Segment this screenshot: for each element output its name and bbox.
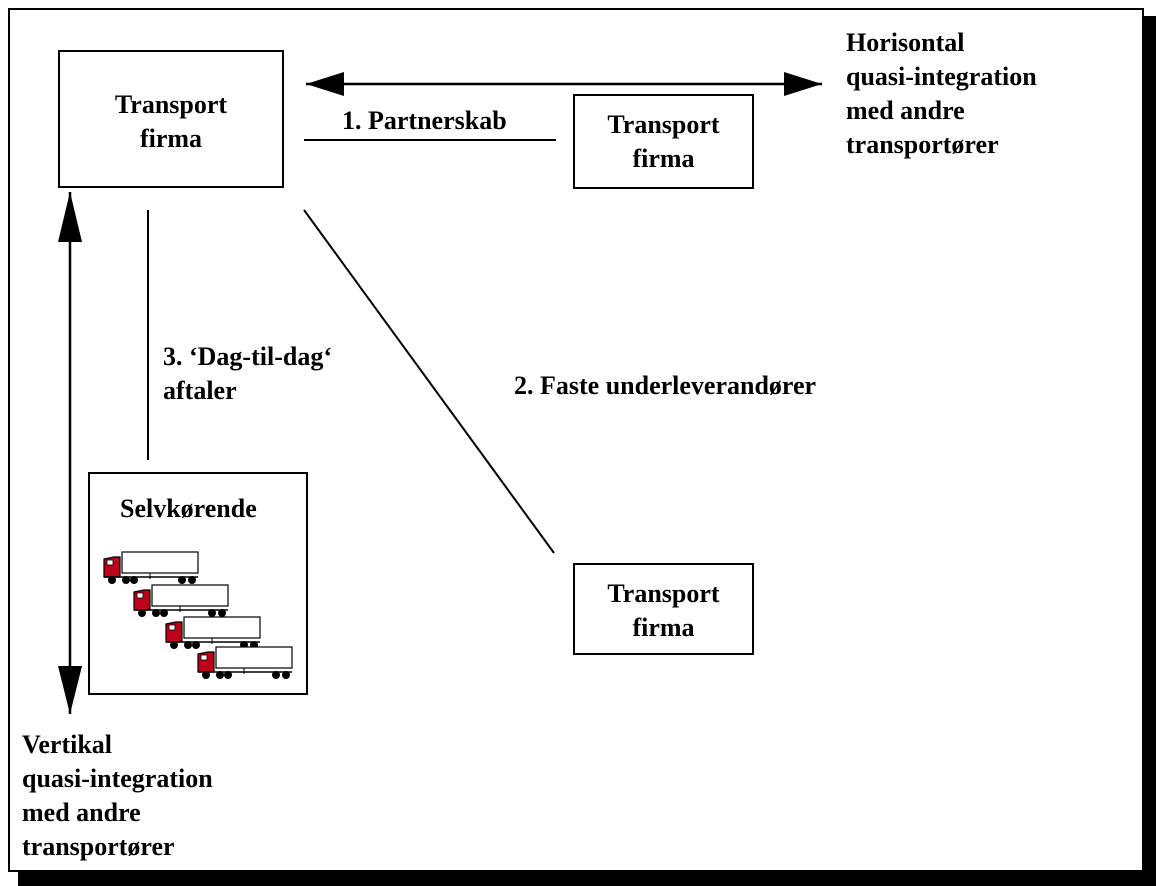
partnership-label: 1. Partnerskab — [342, 106, 507, 135]
day-to-day-label: 3. ‘Dag-til-dag‘ aftaler — [163, 342, 332, 405]
self-driving-label: Selvkørende — [120, 494, 257, 523]
truck-icon — [103, 551, 199, 584]
transport-firm-box-partner: Transport firma — [573, 94, 754, 189]
fixed-subcontractors-label: 2. Faste underleverandører — [514, 371, 817, 400]
vertical-integration-label: Vertikal quasi-integration med andre tra… — [22, 730, 213, 861]
transport-firm-box-subcontractor: Transport firma — [573, 563, 754, 655]
transport-firm-subcontractor-label: Transport firma — [607, 579, 720, 642]
transport-firm-main-label: Transport firma — [114, 90, 228, 153]
transport-firm-box-main: Transport firma — [58, 50, 284, 188]
truck-icon — [165, 616, 261, 649]
self-driving-box: Selvkørende — [88, 472, 308, 695]
horizontal-integration-label: Horisontal quasi-integration med andre t… — [846, 28, 1037, 159]
truck-icon — [133, 584, 229, 617]
transport-firm-partner-label: Transport firma — [607, 110, 720, 173]
truck-icon — [197, 646, 293, 679]
